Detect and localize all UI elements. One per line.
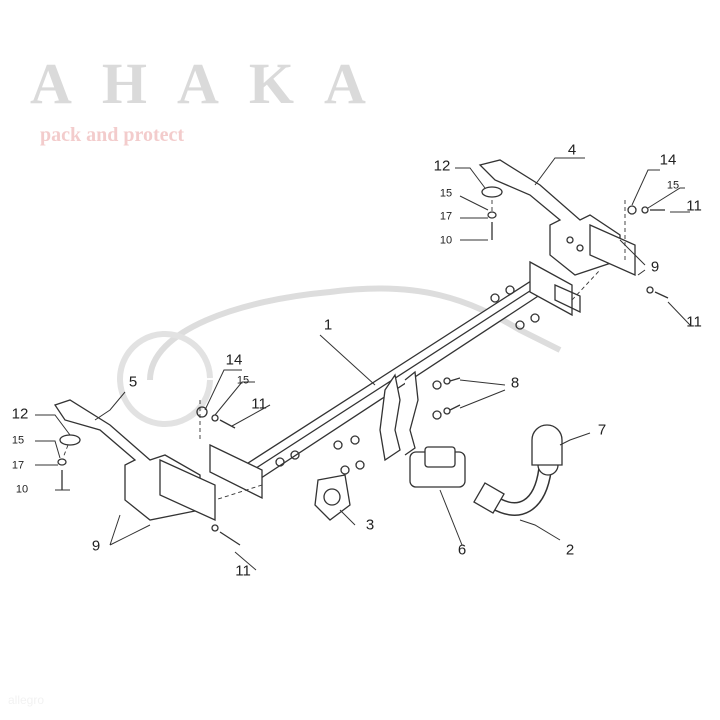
assembly-lines (62, 200, 626, 501)
part-label-17-right: 17 (439, 210, 453, 223)
part-label-14-right: 14 (659, 151, 677, 169)
part-label-10-left: 10 (15, 483, 29, 496)
part-label-9-right: 9 (650, 258, 660, 276)
left-bracket (53, 399, 216, 522)
part-label-15-c: 15 (666, 179, 680, 192)
electric-plate (379, 370, 419, 462)
part-label-12-right: 12 (433, 157, 451, 175)
ball-cap (531, 424, 563, 466)
part-label-2: 2 (565, 541, 575, 559)
socket-bracket (314, 474, 351, 521)
leader-lines (35, 157, 691, 571)
part-label-12-left: 12 (11, 405, 29, 423)
part-label-11-d: 11 (235, 562, 251, 580)
watermark-car-wheel (117, 331, 213, 427)
watermark-logo: AHAKA (30, 51, 396, 116)
part-label-11-c: 11 (251, 395, 267, 413)
electrical-socket (409, 446, 466, 488)
part-label-15-d: 15 (11, 434, 25, 447)
part-label-9-left: 9 (91, 537, 101, 555)
main-beam (209, 260, 581, 500)
watermark-tagline: pack and protect (40, 124, 185, 146)
part-label-17-left: 17 (11, 459, 25, 472)
washers-bolts (57, 186, 669, 546)
part-label-15-a: 15 (439, 187, 453, 200)
part-label-11-b: 11 (686, 313, 702, 331)
right-bracket (478, 159, 636, 277)
part-label-10-right: 10 (439, 234, 453, 247)
part-label-7: 7 (597, 421, 607, 439)
part-label-1: 1 (323, 316, 333, 334)
part-label-8: 8 (510, 374, 520, 392)
part-label-5: 5 (128, 373, 138, 391)
part-label-11-a: 11 (686, 197, 702, 215)
part-label-14-left: 14 (225, 351, 243, 369)
part-label-15-b: 15 (236, 374, 250, 387)
part-label-4: 4 (567, 141, 577, 159)
part-label-6: 6 (457, 541, 467, 559)
watermark-car (147, 285, 562, 381)
corner-watermark: allegro (8, 693, 45, 707)
part-label-3: 3 (365, 516, 375, 534)
